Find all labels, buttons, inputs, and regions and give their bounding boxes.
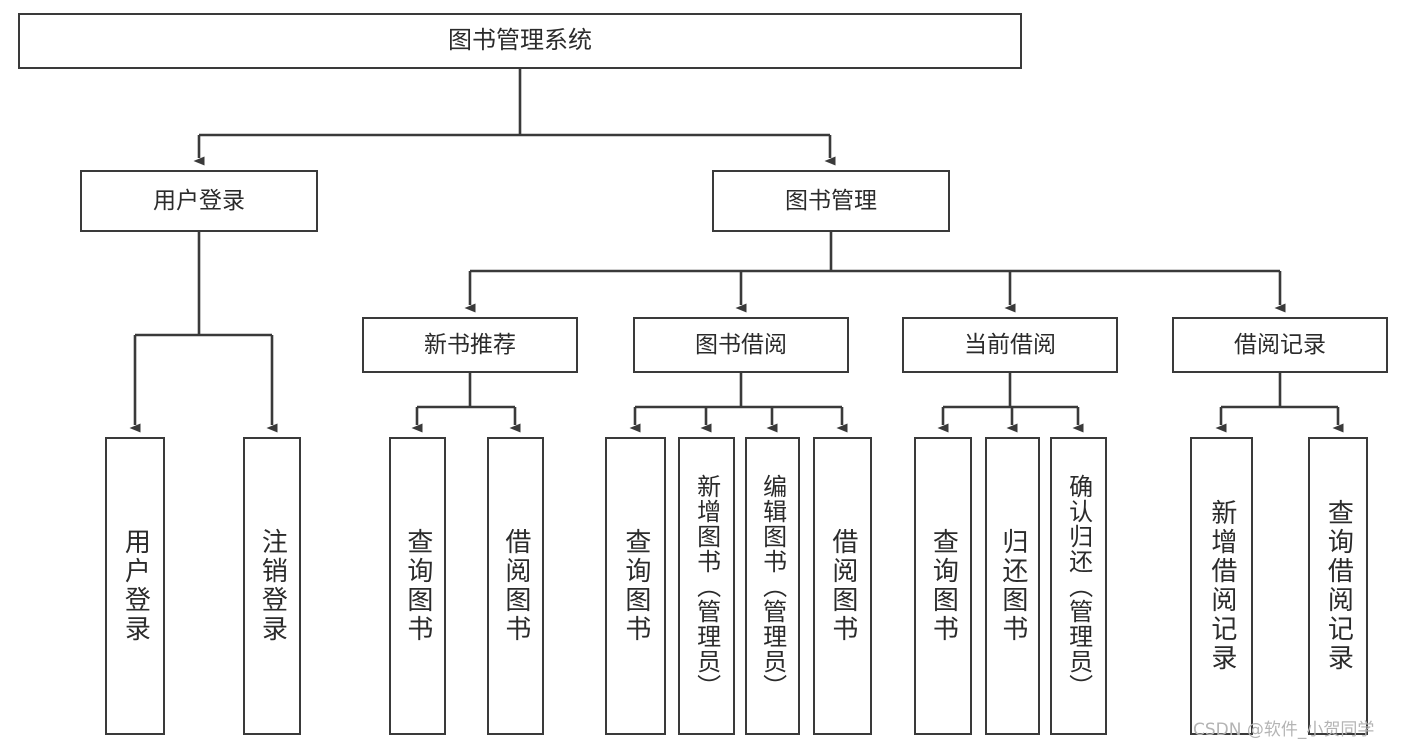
node-leaf-query-borrow-record-label: 查询借阅记录 [1323, 499, 1354, 673]
node-book-borrow[interactable]: 图书借阅 [633, 317, 849, 373]
node-leaf-return-book[interactable]: 归还图书 [985, 437, 1040, 735]
node-user-login-label: 用户登录 [153, 187, 245, 214]
node-current-borrow[interactable]: 当前借阅 [902, 317, 1118, 373]
node-leaf-logout[interactable]: 注销登录 [243, 437, 301, 735]
node-current-borrow-label: 当前借阅 [964, 331, 1056, 358]
node-new-book-recommend-label: 新书推荐 [424, 331, 516, 358]
node-leaf-confirm-return-label: 确认归还（管理员） [1064, 473, 1093, 699]
node-leaf-user-login-label: 用户登录 [120, 528, 151, 644]
node-leaf-query-book-1[interactable]: 查询图书 [389, 437, 446, 735]
node-borrow-record[interactable]: 借阅记录 [1172, 317, 1388, 373]
node-leaf-query-book-2[interactable]: 查询图书 [605, 437, 666, 735]
watermark: CSDN @软件_小贺同学 [1193, 720, 1375, 740]
node-leaf-edit-book-label: 编辑图书（管理员） [758, 473, 787, 699]
node-user-login[interactable]: 用户登录 [80, 170, 318, 232]
node-leaf-logout-label: 注销登录 [257, 528, 288, 644]
node-leaf-query-borrow-record[interactable]: 查询借阅记录 [1308, 437, 1368, 735]
node-root[interactable]: 图书管理系统 [18, 13, 1022, 69]
node-book-management-label: 图书管理 [785, 187, 877, 214]
node-borrow-record-label: 借阅记录 [1234, 331, 1326, 358]
node-leaf-borrow-book-2-label: 借阅图书 [827, 528, 858, 644]
node-root-label: 图书管理系统 [448, 26, 592, 55]
node-leaf-add-book[interactable]: 新增图书（管理员） [678, 437, 735, 735]
node-leaf-edit-book[interactable]: 编辑图书（管理员） [745, 437, 800, 735]
node-leaf-return-book-label: 归还图书 [997, 528, 1028, 644]
node-book-borrow-label: 图书借阅 [695, 331, 787, 358]
node-leaf-add-borrow-record-label: 新增借阅记录 [1206, 499, 1237, 673]
node-leaf-add-book-label: 新增图书（管理员） [692, 473, 721, 699]
node-new-book-recommend[interactable]: 新书推荐 [362, 317, 578, 373]
node-leaf-borrow-book-1-label: 借阅图书 [500, 528, 531, 644]
node-leaf-confirm-return[interactable]: 确认归还（管理员） [1050, 437, 1107, 735]
node-leaf-query-book-2-label: 查询图书 [620, 528, 651, 644]
node-book-management[interactable]: 图书管理 [712, 170, 950, 232]
node-leaf-query-book-3[interactable]: 查询图书 [914, 437, 972, 735]
node-leaf-borrow-book-2[interactable]: 借阅图书 [813, 437, 872, 735]
node-leaf-user-login[interactable]: 用户登录 [105, 437, 165, 735]
node-leaf-query-book-3-label: 查询图书 [928, 528, 959, 644]
node-leaf-borrow-book-1[interactable]: 借阅图书 [487, 437, 544, 735]
node-leaf-query-book-1-label: 查询图书 [402, 528, 433, 644]
node-leaf-add-borrow-record[interactable]: 新增借阅记录 [1190, 437, 1253, 735]
